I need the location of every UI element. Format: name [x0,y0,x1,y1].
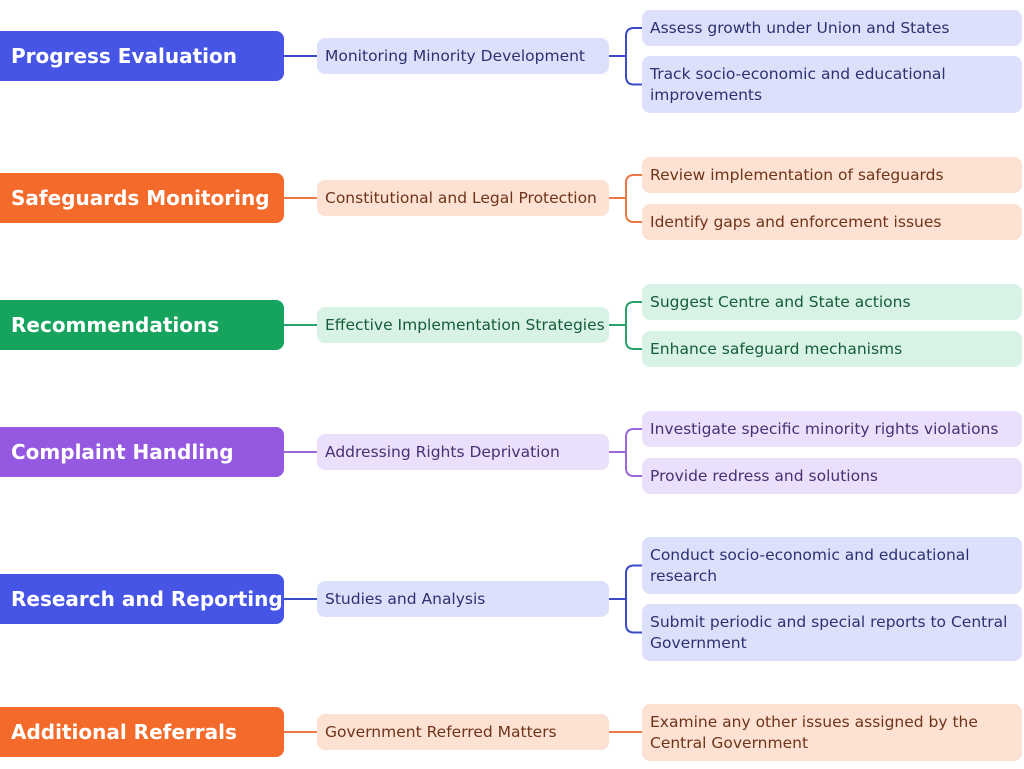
category-node-research-and-reporting: Research and Reporting [0,574,284,624]
subtopic-node-recommendations: Effective Implementation Strategies [317,307,609,343]
subtopic-node-additional-referrals: Government Referred Matters [317,714,609,750]
detail-node-complaint-handling-1: Investigate specific minority rights vio… [642,411,1022,447]
category-node-safeguards-monitoring: Safeguards Monitoring [0,173,284,223]
detail-node-progress-evaluation-2: Track socio-economic and educational imp… [642,56,1022,113]
detail-node-research-and-reporting-1: Conduct socio-economic and educational r… [642,537,1022,594]
detail-node-recommendations-1: Suggest Centre and State actions [642,284,1022,320]
connector-bracket-recommendations [625,301,642,350]
subtopic-node-research-and-reporting: Studies and Analysis [317,581,609,617]
connector-bracket-safeguards-monitoring [625,174,642,223]
category-node-progress-evaluation: Progress Evaluation [0,31,284,81]
detail-node-progress-evaluation-1: Assess growth under Union and States [642,10,1022,46]
subtopic-node-complaint-handling: Addressing Rights Deprivation [317,434,609,470]
category-node-additional-referrals: Additional Referrals [0,707,284,757]
category-node-recommendations: Recommendations [0,300,284,350]
detail-node-recommendations-2: Enhance safeguard mechanisms [642,331,1022,367]
detail-node-safeguards-monitoring-1: Review implementation of safeguards [642,157,1022,193]
subtopic-node-safeguards-monitoring: Constitutional and Legal Protection [317,180,609,216]
detail-node-complaint-handling-2: Provide redress and solutions [642,458,1022,494]
subtopic-node-progress-evaluation: Monitoring Minority Development [317,38,609,74]
connector-bracket-complaint-handling [625,428,642,477]
connector-bracket-research-and-reporting [625,564,642,634]
category-node-complaint-handling: Complaint Handling [0,427,284,477]
detail-node-additional-referrals-1: Examine any other issues assigned by the… [642,704,1022,761]
detail-node-safeguards-monitoring-2: Identify gaps and enforcement issues [642,204,1022,240]
connector-bracket-progress-evaluation [625,27,642,86]
detail-node-research-and-reporting-2: Submit periodic and special reports to C… [642,604,1022,661]
